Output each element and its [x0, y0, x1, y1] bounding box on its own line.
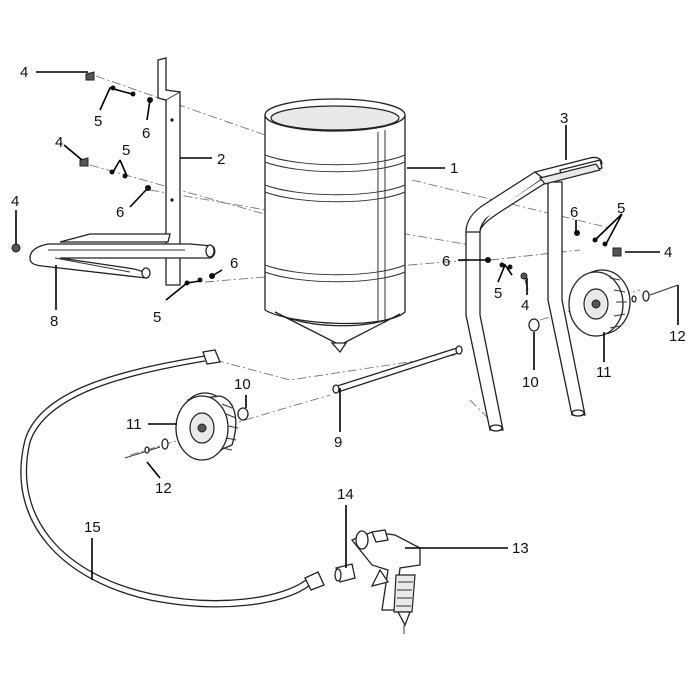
spray-gun-part-13	[350, 529, 421, 634]
air-hose-part-15	[20, 349, 325, 608]
callout-8: 8	[50, 313, 58, 330]
bracket-part-2	[157, 57, 181, 286]
hopper-barrel-part-1	[264, 98, 406, 354]
callout-1: 1	[450, 160, 458, 177]
callout-2: 2	[217, 151, 225, 168]
callout-3: 3	[560, 110, 568, 127]
callout-11-left: 11	[126, 416, 142, 433]
callout-14: 14	[337, 486, 354, 503]
callout-11-right: 11	[596, 364, 612, 381]
wheel-left-part-11	[175, 392, 239, 461]
callout-4-top: 4	[20, 64, 28, 81]
callout-6-right: 6	[570, 204, 578, 221]
callout-9: 9	[334, 434, 342, 451]
callout-6-bottom: 6	[230, 255, 238, 272]
callout-15: 15	[84, 519, 101, 536]
callout-6-left: 6	[116, 204, 124, 221]
nozzle-part-14	[334, 563, 356, 583]
axle-part-9	[332, 345, 463, 394]
callout-10-right: 10	[522, 374, 539, 391]
callout-5-right: 5	[617, 200, 625, 217]
base-frame-part-8	[29, 233, 216, 279]
callout-4-mid: 4	[521, 297, 529, 314]
callout-4-left: 4	[55, 134, 63, 151]
callout-5-mid: 5	[494, 285, 502, 302]
wheel-right-part-11	[568, 269, 631, 337]
callout-5-top: 5	[94, 113, 102, 130]
callout-10-left: 10	[234, 376, 251, 393]
callout-4-frame: 4	[11, 193, 19, 210]
callout-12-left: 12	[155, 480, 172, 497]
callout-5-bottom: 5	[153, 309, 161, 326]
callout-13: 13	[512, 540, 529, 557]
callout-6-top: 6	[142, 125, 150, 142]
callout-labels: 1 2 3 4 4 4 4 4 5 5 5 5 5 6 6 6 6 6 8 9 …	[11, 64, 686, 557]
callout-12-right: 12	[669, 328, 686, 345]
leader-lines	[15, 71, 679, 580]
callout-4-right: 4	[664, 244, 672, 261]
callout-6-mid: 6	[442, 253, 450, 270]
handle-frame-part-3	[465, 156, 603, 432]
callout-5-left: 5	[122, 142, 130, 159]
